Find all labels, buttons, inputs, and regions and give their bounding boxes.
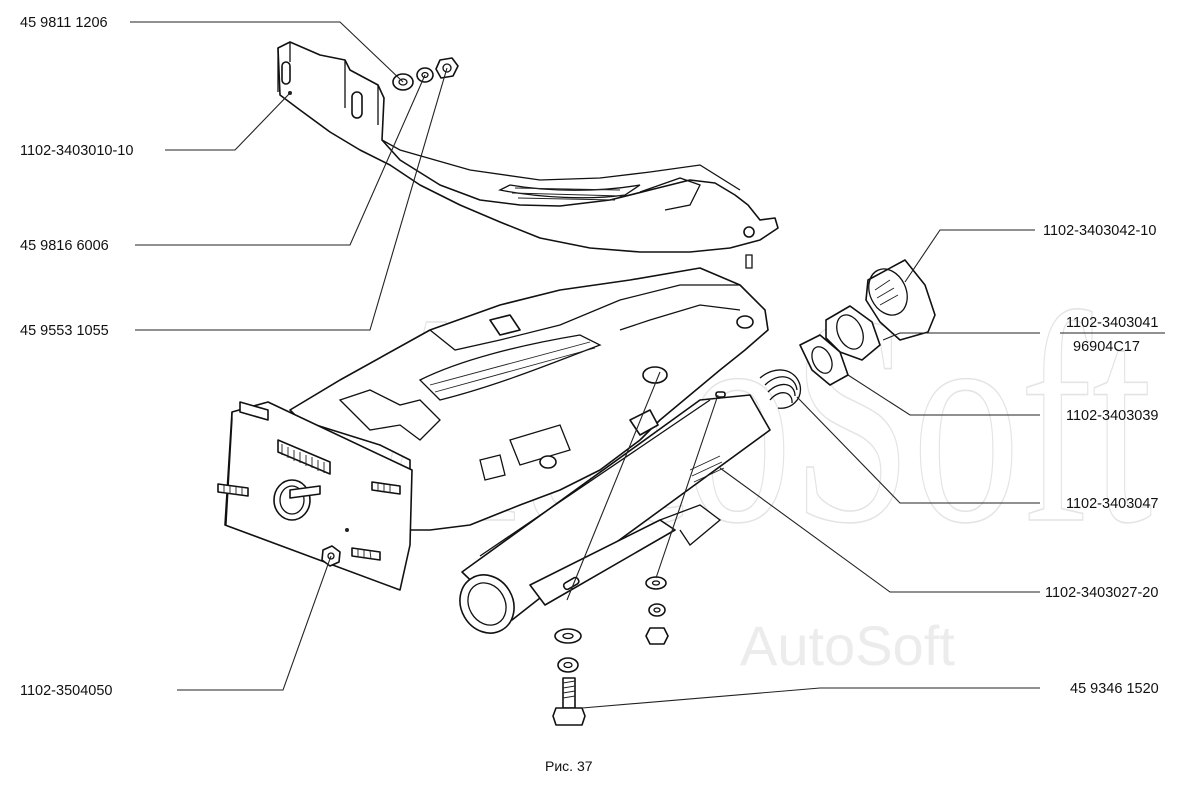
top-fastener-stack (392, 57, 459, 91)
lower-right-fastener-stack (645, 576, 669, 645)
bolt-stack (552, 628, 586, 726)
label-1102-3403010-10: 1102-3403010-10 (20, 143, 133, 159)
label-45-9816-6006: 45 9816 6006 (20, 238, 109, 254)
watermark-corner: AutoSoft (740, 614, 955, 677)
label-45-9553-1055: 45 9553 1055 (20, 323, 109, 339)
label-1102-3504050: 1102-3504050 (20, 683, 112, 699)
label-1102-3403047: 1102-3403047 (1066, 496, 1158, 512)
label-96904c17: 96904C17 (1073, 339, 1140, 355)
label-1102-3403041: 1102-3403041 (1066, 315, 1158, 331)
column-tube-part (459, 391, 771, 634)
mounting-plate-part (217, 401, 413, 591)
label-45-9811-1206: 45 9811 1206 (20, 15, 108, 31)
label-1102-3403042-10: 1102-3403042-10 (1043, 223, 1156, 239)
label-45-9346-1520: 45 9346 1520 (1070, 681, 1159, 697)
figure-caption: Рис. 37 (545, 758, 593, 774)
label-1102-3403039: 1102-3403039 (1066, 408, 1158, 424)
upper-cover-part (277, 41, 779, 269)
bearing-assembly (759, 259, 936, 409)
label-1102-3403027-20: 1102-3403027-20 (1045, 585, 1158, 601)
leader-lines (130, 21, 1165, 709)
